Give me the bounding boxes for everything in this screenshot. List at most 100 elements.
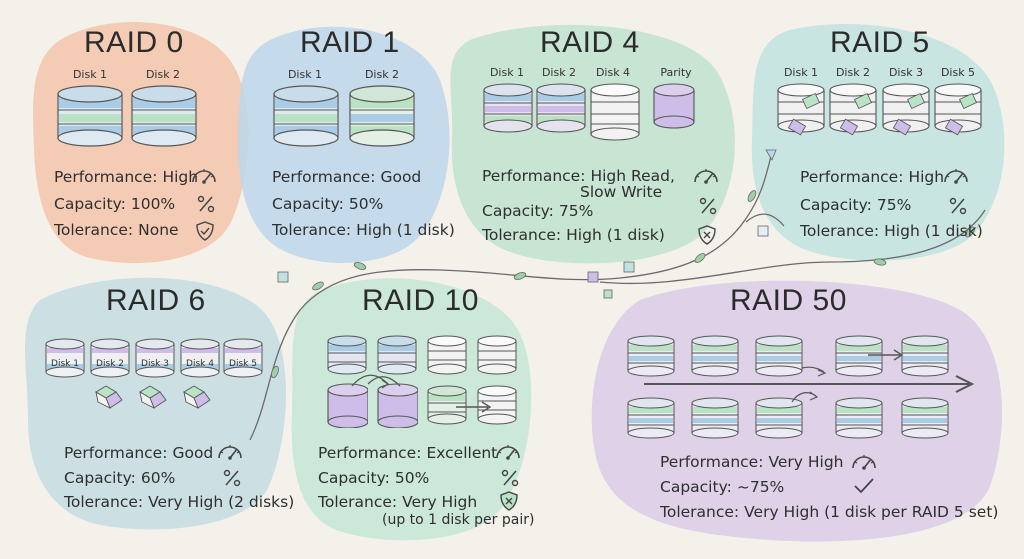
tolerance-label: Tolerance:: [318, 493, 398, 511]
performance-value: Excellent: [426, 444, 498, 462]
swap-arrows-icon: [351, 374, 401, 389]
capacity-label: Capacity:: [318, 469, 390, 487]
percent-icon: [699, 197, 717, 215]
performance-value: Very High: [768, 453, 844, 471]
raid4-parity-disk: [653, 83, 695, 129]
raid4-title: RAID 4: [540, 26, 640, 59]
parity-blocks-icon: [95, 385, 123, 409]
raid5-blob: [751, 24, 1005, 261]
tolerance-value: None: [138, 221, 179, 239]
raid6-disk-label: Disk 4: [186, 359, 214, 369]
tolerance-label: Tolerance:: [800, 222, 880, 240]
raid50-disk: [901, 397, 949, 439]
raid5-disk-5: [934, 83, 982, 136]
shield-icon: [196, 221, 214, 241]
raid10-tolerance: Tolerance:Very High: [318, 493, 477, 511]
raid4-disk-label: Disk 4: [595, 66, 631, 79]
tolerance-value: Very High (1 disk per RAID 5 set): [744, 503, 999, 521]
tolerance-value: High (1 disk): [356, 221, 455, 239]
raid4-disk-4: [590, 83, 640, 141]
raid0-tolerance: Tolerance:None: [54, 221, 179, 239]
raid5-tolerance: Tolerance:High (1 disk): [800, 222, 983, 240]
raid5-performance: Performance:High: [800, 168, 944, 186]
raid1-disk-label: Disk 2: [364, 68, 400, 81]
raid4-disk-2: [536, 83, 586, 133]
capacity-value: 60%: [140, 469, 176, 487]
tolerance-label: Tolerance:: [482, 226, 562, 244]
raid6-disk-label: Disk 1: [51, 359, 79, 369]
raid50-tolerance: Tolerance:Very High (1 disk per RAID 5 s…: [660, 503, 998, 521]
raid50-performance: Performance:Very High: [660, 453, 844, 471]
parity-blocks-icon: [183, 385, 211, 409]
performance-label: Performance:: [800, 168, 904, 186]
capacity-value: 50%: [348, 195, 384, 213]
percent-icon: [501, 469, 519, 487]
raid6-title: RAID 6: [106, 284, 206, 317]
raid4-capacity: Capacity:75%: [482, 202, 593, 220]
tolerance-label: Tolerance:: [272, 221, 352, 239]
capacity-label: Capacity:: [482, 202, 554, 220]
raid1-title: RAID 1: [300, 26, 400, 59]
performance-label: Performance:: [482, 167, 586, 185]
raid10-capacity: Capacity:50%: [318, 469, 429, 487]
percent-icon: [949, 197, 967, 215]
percent-icon: [197, 195, 215, 213]
raid50-title: RAID 50: [730, 284, 847, 317]
raid5-disk-label: Disk 2: [835, 66, 871, 79]
raid5-title: RAID 5: [830, 26, 930, 59]
gauge-icon: [694, 168, 718, 185]
capacity-value: ~75%: [736, 478, 785, 496]
raid5-disk-label: Disk 1: [783, 66, 819, 79]
gauge-icon: [852, 454, 876, 471]
performance-value: Good: [172, 444, 214, 462]
raid10-performance: Performance:Excellent: [318, 444, 497, 462]
performance-value: High: [162, 168, 199, 186]
raid5-disk-2: [829, 83, 877, 136]
tolerance-value: Very High (2 disks): [148, 493, 295, 511]
raid0-capacity: Capacity:100%: [54, 195, 175, 213]
raid6-disk-label: Disk 3: [141, 359, 169, 369]
performance-label: Performance:: [64, 444, 168, 462]
raid0-performance: Performance:High: [54, 168, 198, 186]
capacity-value: 100%: [130, 195, 176, 213]
arrow-right-icon: [456, 401, 492, 413]
gauge-icon: [496, 444, 520, 461]
capacity-label: Capacity:: [64, 469, 136, 487]
capacity-value: 75%: [876, 196, 912, 214]
raid6-capacity: Capacity:60%: [64, 469, 175, 487]
raid6-disk-label: Disk 5: [229, 359, 257, 369]
gauge-icon: [218, 444, 242, 461]
raid10-disk: [477, 335, 517, 375]
raid4-performance-line2: Slow Write: [580, 183, 663, 201]
tolerance-label: Tolerance:: [54, 221, 134, 239]
raid6-tolerance: Tolerance:Very High (2 disks): [64, 493, 294, 511]
raid5-disk-label: Disk 3: [888, 66, 924, 79]
tolerance-value: Very High: [402, 493, 478, 511]
raid6-disk-label: Disk 2: [96, 359, 124, 369]
raid1-blob: [237, 26, 450, 263]
tolerance-label: Tolerance:: [64, 493, 144, 511]
tolerance-value: High (1 disk): [566, 226, 665, 244]
performance-label: Performance:: [54, 168, 158, 186]
capacity-label: Capacity:: [272, 195, 344, 213]
vine-leaves: [271, 190, 975, 379]
performance-label: Performance:: [318, 444, 422, 462]
raid10-tolerance-note: (up to 1 disk per pair): [382, 512, 535, 528]
raid4-tolerance: Tolerance:High (1 disk): [482, 226, 665, 244]
parity-blocks-icon: [139, 385, 167, 409]
raid0-disk-2: [131, 85, 197, 147]
raid0-disk-1: [57, 85, 123, 147]
raid6-performance: Performance:Good: [64, 444, 213, 462]
capacity-value: 50%: [394, 469, 430, 487]
tolerance-label: Tolerance:: [660, 503, 740, 521]
performance-label: Performance:: [660, 453, 764, 471]
check-icon: [854, 478, 874, 493]
raid1-disk-1: [273, 85, 339, 147]
tolerance-value: High (1 disk): [884, 222, 983, 240]
raid50-disk: [691, 397, 739, 439]
raid50-capacity: Capacity:~75%: [660, 478, 784, 496]
raid1-capacity: Capacity:50%: [272, 195, 383, 213]
raid0-title: RAID 0: [84, 26, 184, 59]
capacity-value: 75%: [558, 202, 594, 220]
